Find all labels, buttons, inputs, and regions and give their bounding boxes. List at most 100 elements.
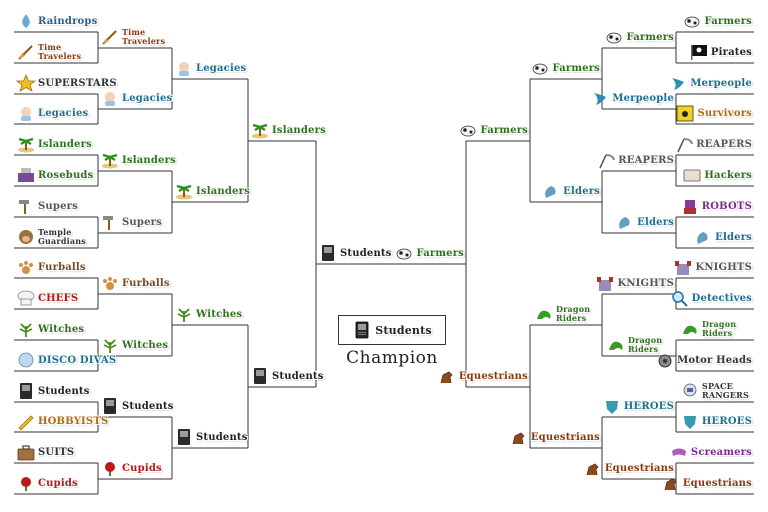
team-slot: Detectives: [671, 285, 752, 311]
team-name: SUPERSTARS: [38, 77, 117, 89]
team-name: Cupids: [122, 462, 162, 474]
team-slot: Islanders: [100, 147, 176, 173]
team-name: Equestrians: [458, 370, 528, 382]
castle-icon: [595, 274, 615, 292]
cow-icon: [458, 121, 478, 139]
baby-icon: [100, 89, 120, 107]
baby-icon: [174, 59, 194, 77]
team-slot: KNIGHTS: [597, 270, 674, 296]
team-slot: Elders: [532, 178, 600, 204]
team-name: Equestrians: [682, 477, 752, 489]
team-slot: Equestrians: [664, 470, 752, 496]
mask-icon: [669, 443, 689, 461]
team-name: HOBBYISTS: [38, 415, 109, 427]
team-slot: SPACE RANGERS: [678, 378, 752, 404]
team-slot: Merpeople: [672, 70, 752, 96]
disco-icon: [16, 351, 36, 369]
team-name: Elders: [637, 216, 674, 228]
team-name: CHEFS: [38, 292, 79, 304]
star-icon: [15, 73, 37, 92]
rose-icon: [100, 459, 120, 477]
notebook-icon: [100, 397, 120, 415]
team-name: Rosebuds: [38, 169, 94, 181]
team-slot: Witches: [100, 332, 170, 358]
team-slot: Students: [250, 363, 323, 389]
team-name: Farmers: [416, 247, 464, 259]
team-slot: Elders: [604, 209, 674, 235]
team-slot: Equestrians: [586, 455, 674, 481]
motor-icon: [655, 351, 675, 369]
team-slot: Students: [100, 393, 173, 419]
team-slot: Equestrians: [440, 363, 528, 389]
team-name: Legacies: [196, 62, 247, 74]
team-slot: Temple Guardians: [16, 224, 96, 250]
champion-box: Students: [338, 315, 446, 345]
notebook-icon: [174, 428, 194, 446]
monkey-icon: [16, 228, 36, 246]
team-name: Dragon Riders: [628, 335, 663, 354]
palm-icon: [16, 135, 36, 153]
dragon-icon: [606, 336, 626, 354]
team-name: Furballs: [122, 277, 170, 289]
herb-icon: [174, 305, 194, 323]
notebook-icon: [16, 382, 36, 400]
team-slot: Farmers: [604, 24, 674, 50]
mermaid-icon: [590, 89, 610, 107]
team-name: Hackers: [704, 169, 752, 181]
team-name: Pirates: [710, 46, 752, 58]
notebook-icon: [318, 244, 338, 262]
team-slot: Islanders: [174, 178, 250, 204]
broom-icon: [100, 28, 120, 46]
team-name: Screamers: [690, 446, 752, 458]
rose-icon: [16, 474, 36, 492]
team-slot: Dragon Riders: [604, 332, 674, 358]
team-name: Cupids: [38, 477, 78, 489]
mermaid-icon: [668, 74, 688, 92]
team-name: HEROES: [623, 400, 674, 412]
team-name: Merpeople: [690, 77, 752, 89]
team-slot: Students: [16, 378, 96, 404]
team-slot: Supers: [16, 193, 96, 219]
horse-icon: [437, 367, 457, 385]
team-slot: DISCO DIVAS: [16, 347, 116, 373]
team-name: Witches: [196, 308, 243, 320]
register-icon: [16, 166, 36, 184]
hazard-icon: [675, 104, 695, 122]
team-slot: Furballs: [100, 270, 170, 296]
cow-icon: [604, 28, 624, 46]
champion-team: Students: [375, 323, 432, 337]
team-slot: Equestrians: [512, 424, 600, 450]
palm-icon: [100, 151, 120, 169]
team-slot: KNIGHTS: [675, 254, 752, 280]
team-name: SUITS: [38, 446, 75, 458]
horse-icon: [509, 428, 529, 446]
hammer-icon: [16, 197, 36, 215]
team-slot: Witches: [16, 316, 96, 342]
team-name: Detectives: [691, 292, 752, 304]
team-slot: Witches: [174, 301, 246, 327]
horse-icon: [661, 474, 681, 492]
castle-icon: [673, 258, 693, 276]
palm-icon: [174, 182, 194, 200]
team-slot: Farmers: [461, 117, 528, 143]
team-slot: HEROES: [604, 393, 674, 419]
team-name: Students: [196, 431, 248, 443]
team-name: Islanders: [122, 154, 176, 166]
team-slot: Motor Heads: [658, 347, 752, 373]
scythe-icon: [596, 151, 616, 169]
chef-hat-icon: [16, 289, 36, 307]
team-name: KNIGHTS: [695, 261, 752, 273]
team-name: Survivors: [697, 107, 752, 119]
baby-icon: [16, 104, 36, 122]
team-name: Legacies: [38, 107, 89, 119]
team-name: REAPERS: [618, 154, 674, 166]
team-slot: SUITS: [16, 439, 96, 465]
team-slot: Elders: [678, 224, 752, 250]
raindrop-icon: [16, 12, 36, 30]
team-name: Legacies: [122, 92, 173, 104]
team-slot: Legacies: [100, 85, 173, 111]
team-name: Islanders: [38, 138, 92, 150]
team-slot: Dragon Riders: [678, 316, 752, 342]
cow-icon: [530, 59, 550, 77]
